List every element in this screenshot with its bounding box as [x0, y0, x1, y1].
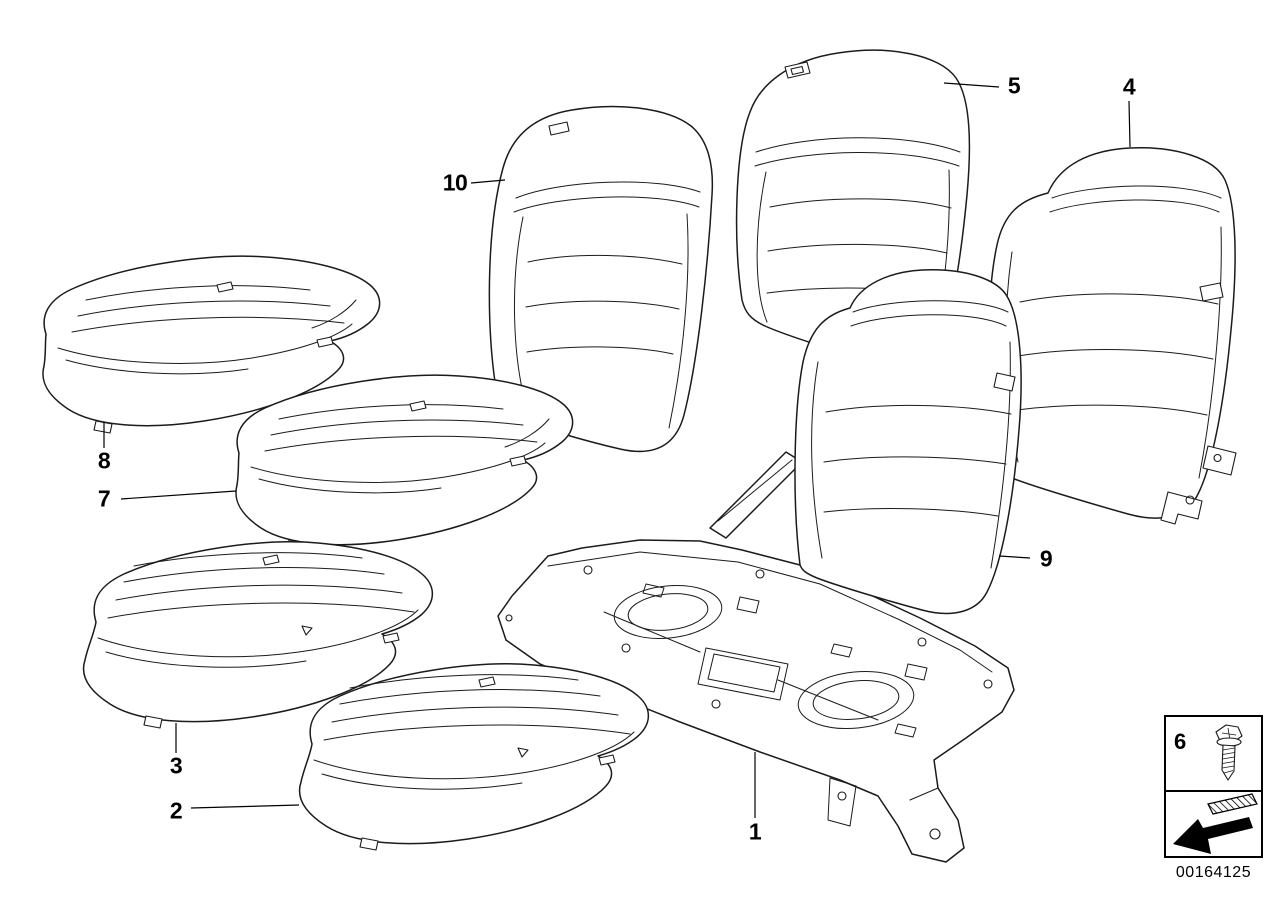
callout-10[interactable]: 10 [442, 169, 468, 196]
bolt-icon [1215, 724, 1243, 781]
callout-5[interactable]: 5 [1007, 72, 1021, 99]
seat-backrest-9-drawing [794, 269, 1022, 615]
leader-line-4 [1128, 100, 1131, 148]
leader-line-9 [998, 555, 1031, 559]
trim-rail-drawing [709, 451, 803, 539]
seat-frame-drawing [497, 539, 1015, 863]
leader-lines [103, 82, 1131, 818]
callout-7[interactable]: 7 [97, 485, 111, 512]
direction-arrow-icon [1173, 793, 1258, 854]
seat-backrest-10-drawing [488, 105, 714, 453]
legend-direction-cell [1166, 790, 1261, 856]
seat-cushion-3-drawing [82, 541, 434, 729]
part-number: 00164125 [1175, 864, 1252, 881]
legend-fastener-cell: 6 [1166, 717, 1261, 790]
seat-cushion-8-drawing [42, 255, 381, 434]
leader-line-10 [470, 179, 506, 184]
seat-cushion-7-drawing [235, 374, 574, 553]
callout-6[interactable]: 6 [1174, 729, 1187, 754]
callout-3[interactable]: 3 [169, 752, 183, 779]
callout-4[interactable]: 4 [1122, 73, 1136, 100]
legend-box: 6 [1164, 715, 1263, 858]
seat-cushion-2-drawing [298, 663, 650, 851]
callout-2[interactable]: 2 [169, 797, 183, 824]
callout-8[interactable]: 8 [97, 447, 111, 474]
leader-line-7 [120, 490, 237, 500]
callout-9[interactable]: 9 [1039, 545, 1053, 572]
seat-backrest-4-drawing [987, 147, 1237, 525]
callout-1[interactable]: 1 [748, 818, 762, 845]
leader-line-2 [190, 804, 300, 809]
leader-line-5 [943, 82, 1000, 88]
